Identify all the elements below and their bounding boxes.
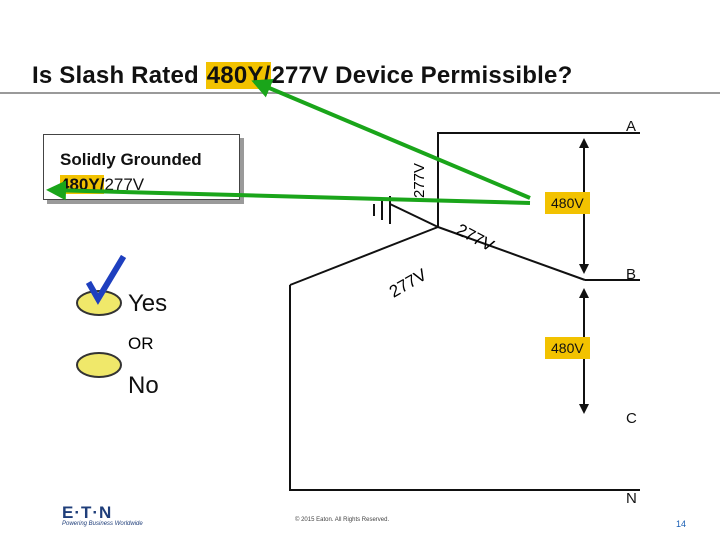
terminal-a-label: A bbox=[626, 118, 637, 135]
yes-label: Yes bbox=[128, 290, 168, 317]
or-label: OR bbox=[128, 334, 154, 353]
ground-lead bbox=[389, 203, 439, 228]
page-number: 14 bbox=[676, 519, 687, 529]
voltage-ab-label: 480V bbox=[545, 192, 590, 214]
phase-voltage-vertical: 277V bbox=[411, 162, 428, 198]
answer-options bbox=[76, 255, 127, 378]
logo-tagline: Powering Business Worldwide bbox=[62, 521, 143, 527]
phase-b-conductor bbox=[437, 226, 586, 281]
voltage-bc-label: 480V bbox=[545, 337, 590, 359]
title-underline bbox=[0, 92, 720, 94]
phase-a-conductor bbox=[437, 132, 640, 227]
green-arrow-to-title bbox=[251, 79, 531, 200]
logo-wordmark: E·T·N bbox=[62, 503, 113, 522]
phase-c-conductor bbox=[289, 226, 439, 286]
green-arrow-to-label bbox=[46, 180, 531, 205]
system-label-line1: Solidly Grounded bbox=[60, 150, 202, 169]
page-title: Is Slash Rated 480Y/277V Device Permissi… bbox=[32, 62, 573, 89]
no-label: No bbox=[128, 372, 159, 399]
neutral-conductor bbox=[289, 285, 640, 491]
eaton-logo: E·T·N Powering Business Worldwide bbox=[62, 503, 143, 527]
terminal-c-label: C bbox=[626, 410, 637, 427]
checkmark-icon bbox=[85, 255, 127, 305]
terminal-n-label: N bbox=[626, 490, 637, 507]
copyright-text: © 2015 Eaton. All Rights Reserved. bbox=[295, 517, 390, 523]
no-radio bbox=[76, 352, 122, 378]
terminal-b-label: B bbox=[626, 266, 637, 283]
